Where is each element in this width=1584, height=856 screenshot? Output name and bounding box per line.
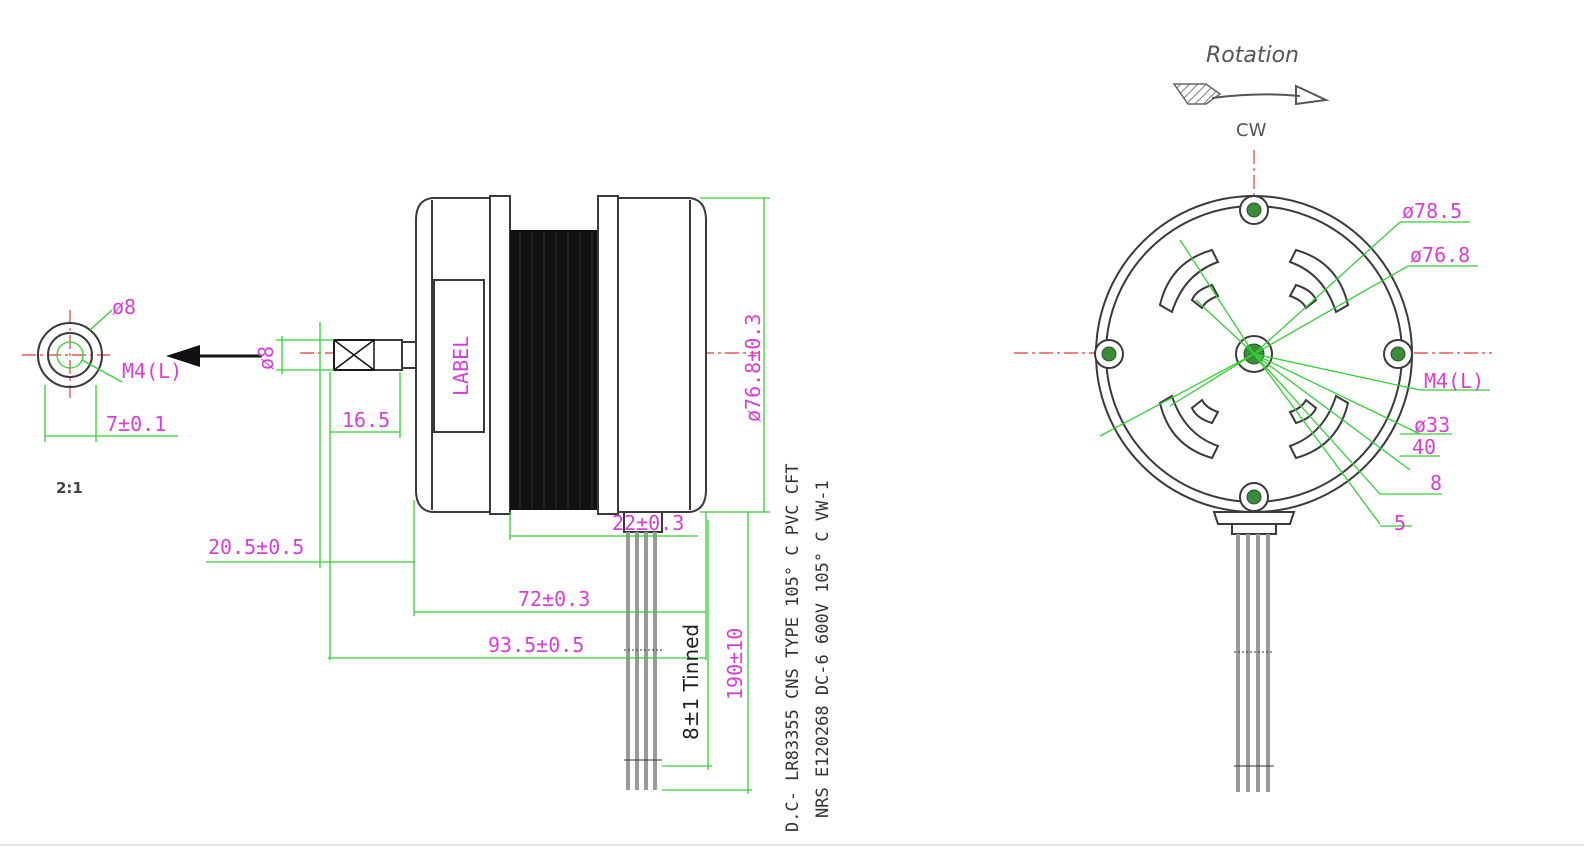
thread-hole <box>56 341 84 369</box>
cable-spec-line2: NRS E120268 DC-6 600V 105° C VW-1 <box>813 480 833 818</box>
label-plate <box>433 279 485 433</box>
lead-wires <box>623 511 663 790</box>
vent-slots <box>1158 248 1350 460</box>
shaft-cross-b <box>333 339 375 371</box>
shaft-len-label: 16.5 <box>342 408 390 432</box>
body-len-label: 72±0.3 <box>518 587 590 611</box>
outer-dia-label: ø78.5 <box>1402 199 1462 223</box>
pcd-label: 40 <box>1412 435 1436 459</box>
body-dia-label: ø76.8±0.3 <box>741 314 765 422</box>
rear-end-cap <box>617 197 707 513</box>
rotation-arrow-icon <box>1172 83 1330 106</box>
end-view: Rotation CW <box>1014 43 1492 792</box>
rear-ring <box>597 195 619 515</box>
stator-winding <box>510 230 598 510</box>
inner-dia-label: ø76.8 <box>1410 243 1470 267</box>
front-ring <box>489 195 511 515</box>
cable-spec-line1: D.C- LR83355 CNS TYPE 105° C PVC CFT <box>783 464 803 832</box>
bolt-bosses <box>1094 195 1413 512</box>
winding-fins <box>519 232 593 508</box>
scale-label: 2:1 <box>56 479 83 497</box>
end-view-leads <box>1212 511 1296 792</box>
slot-label: 8 <box>1430 471 1442 495</box>
depth-label: 7±0.1 <box>106 412 166 436</box>
label-text: LABEL <box>449 336 473 396</box>
thread-label: M4(L) <box>122 359 182 383</box>
rotation-label: Rotation <box>1206 43 1299 68</box>
shaft-dia-label: ø8 <box>112 295 136 319</box>
side-view: LABEL ø8 1 <box>206 195 833 832</box>
thread-label-end: M4(L) <box>1424 369 1484 393</box>
slot-width-label: 5 <box>1394 511 1406 535</box>
lead-len-label: 190±10 <box>723 628 747 700</box>
dia-leader <box>89 309 113 331</box>
shaft-inner-circle <box>47 332 93 378</box>
shaft-thread <box>333 339 375 371</box>
shaft-end-view: ø8 M4(L) 7±0.1 2:1 <box>22 295 182 497</box>
thread-leader <box>81 359 123 383</box>
flange-label: 22±0.3 <box>612 511 684 535</box>
view-arrow <box>166 345 262 367</box>
leader-lines <box>1099 221 1490 527</box>
overall-len-label: 93.5±0.5 <box>488 633 584 657</box>
bolt-circle-label: ø33 <box>1414 413 1450 437</box>
shaft-outer-circle <box>37 322 103 388</box>
tinned-label: 8±1 Tinned <box>679 624 703 740</box>
shaft-total-label: 20.5±0.5 <box>208 535 304 559</box>
shaft-dia-label: ø8 <box>254 346 278 370</box>
direction-label: CW <box>1236 120 1267 141</box>
